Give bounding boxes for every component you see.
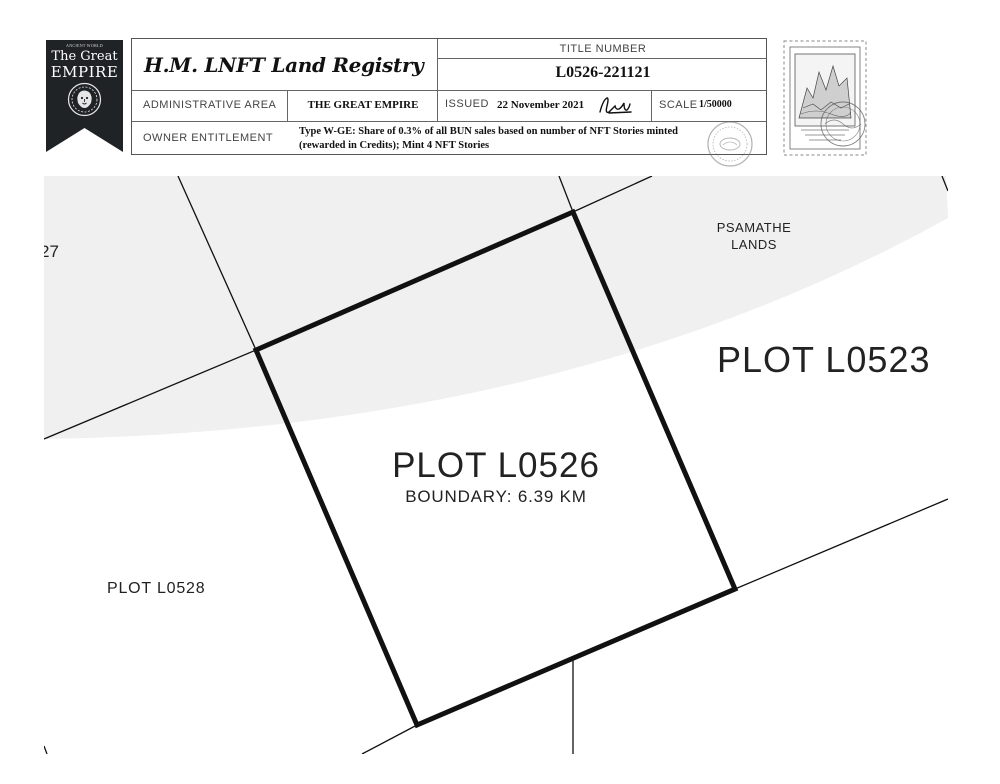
logo-line2: EMPIRE	[50, 63, 119, 81]
admin-area-label: ADMINISTRATIVE AREA	[143, 99, 277, 111]
plot-boundary-length: BOUNDARY: 6.39 KM	[405, 487, 587, 506]
title-number-value: L0526-221121	[555, 64, 651, 81]
region-label: PSAMATHE LANDS	[704, 219, 804, 253]
region-label-line2: LANDS	[731, 237, 777, 252]
scale-label: SCALE	[659, 99, 698, 111]
title-number-label: TITLE NUMBER	[559, 43, 647, 55]
registry-table: H.M. LNFT Land Registry TITLE NUMBER L05…	[131, 38, 767, 167]
registry-seal-icon	[707, 121, 753, 167]
issued-label: ISSUED	[445, 98, 489, 110]
empire-logo-banner: ANCIENT WORLD The Great EMPIRE	[46, 40, 123, 152]
region-label-line1: PSAMATHE	[716, 220, 792, 235]
issued-date: 22 November 2021	[497, 99, 585, 111]
postage-stamp-icon	[781, 38, 869, 158]
psamathe-region	[44, 176, 948, 439]
neighbor-plot-right-label: PLOT L0523	[717, 339, 931, 380]
owner-entitlement-line1: Type W-GE: Share of 0.3% of all BUN sale…	[299, 126, 678, 137]
neighbor-plot-left-label: PLOT L0528	[107, 580, 206, 597]
admin-area-value: THE GREAT EMPIRE	[307, 99, 419, 111]
plot-map: PSAMATHE LANDS PLOT L0523 PLOT L0526 BOU…	[44, 176, 948, 754]
plot-label: PLOT L0526	[392, 446, 600, 485]
scale-value: 1/50000	[699, 99, 732, 110]
logo-line1: The Great	[51, 49, 118, 64]
lion-crest-icon	[67, 82, 102, 117]
cut-off-plot-label: 27	[44, 242, 59, 261]
owner-entitlement-value: Type W-GE: Share of 0.3% of all BUN sale…	[299, 125, 719, 153]
signature-icon	[599, 97, 632, 114]
owner-entitlement-label: OWNER ENTITLEMENT	[143, 132, 274, 144]
logo-small-text: ANCIENT WORLD	[66, 43, 103, 48]
plot-boundary	[252, 208, 739, 729]
registry-title: H.M. LNFT Land Registry	[144, 53, 424, 77]
owner-entitlement-line2: (rewarded in Credits); Mint 4 NFT Storie…	[299, 140, 490, 151]
